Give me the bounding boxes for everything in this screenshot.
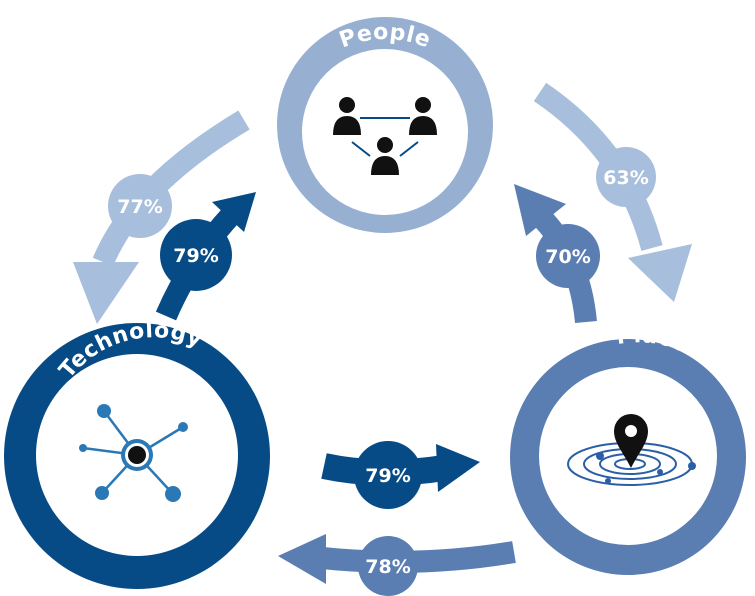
badge-technology-to-people: 79% — [160, 219, 232, 291]
location-orbit-icon — [567, 414, 696, 486]
badge-people-to-technology: 77% — [108, 174, 172, 238]
node-technology: Technology — [4, 318, 270, 589]
svg-text:79%: 79% — [365, 465, 410, 487]
node-people: People — [277, 17, 493, 233]
svg-text:79%: 79% — [173, 245, 218, 267]
svg-text:63%: 63% — [603, 167, 648, 189]
svg-text:77%: 77% — [117, 196, 162, 218]
badge-people-to-place: 63% — [596, 147, 656, 207]
people-network-icon — [333, 97, 437, 175]
badge-technology-to-place: 79% — [354, 441, 422, 509]
node-place: Place — [510, 323, 746, 575]
arrow-place-to-technology — [278, 534, 516, 584]
badge-place-to-people: 70% — [536, 224, 600, 288]
svg-text:70%: 70% — [545, 246, 590, 268]
hub-network-icon — [79, 404, 188, 502]
badge-place-to-technology: 78% — [358, 536, 418, 596]
svg-text:78%: 78% — [365, 556, 410, 578]
